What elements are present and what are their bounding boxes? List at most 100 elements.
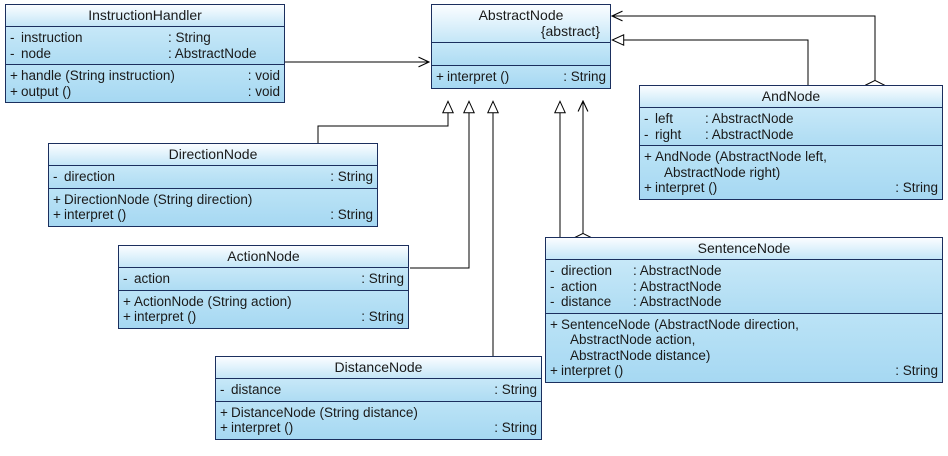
attribute-row: - instruction : String (10, 30, 280, 46)
member-name: left (655, 111, 674, 126)
class-attributes-actionnode: - action : String (119, 268, 408, 291)
class-attributes-abstractnode (432, 43, 610, 66)
class-operations-sentencenode: + SentenceNode (AbstractNode direction, … (546, 313, 942, 382)
member-name: direction (64, 169, 116, 184)
visibility: - (10, 45, 15, 61)
member-name: DistanceNode (String distance) (231, 404, 418, 420)
class-operations-andnode: + AndNode (AbstractNode left, AbstractNo… (640, 146, 942, 199)
member-name: interpret () (134, 309, 197, 324)
visibility (644, 166, 655, 180)
member-type: : String (330, 207, 373, 222)
class-title-abstractnode: AbstractNode {abstract} (432, 5, 610, 43)
class-name: AbstractNode (478, 7, 564, 23)
member-name: ActionNode (String action) (134, 293, 292, 309)
class-actionnode[interactable]: ActionNode - action : String + ActionNod… (118, 245, 409, 329)
edge-andnode-abstractnode-aggregation (612, 16, 875, 85)
member-name: output () (21, 83, 72, 99)
class-attributes-instructionhandler: - instruction : String - node : Abstract… (6, 27, 284, 65)
class-andnode[interactable]: AndNode - left : AbstractNode - right : … (639, 85, 943, 200)
member-type: : String (361, 271, 404, 286)
operation-row-continuation: AbstractNode distance) (550, 348, 938, 364)
edge-andnode-abstractnode (611, 34, 809, 85)
operation-row-continuation: AbstractNode right) (644, 165, 938, 181)
class-operations-abstractnode: + interpret () : String (432, 66, 610, 88)
class-operations-instructionhandler: + handle (String instruction) : void + o… (6, 65, 284, 102)
visibility: - (10, 30, 15, 45)
class-distancenode[interactable]: DistanceNode - distance : String + Dista… (215, 356, 542, 440)
visibility: - (644, 111, 649, 126)
visibility: + (10, 83, 18, 99)
class-instructionhandler[interactable]: InstructionHandler - instruction : Strin… (5, 4, 285, 103)
member-type: : String (563, 69, 606, 84)
member-name: SentenceNode (AbstractNode direction, (561, 316, 799, 332)
operation-row: + ActionNode (String action) (123, 294, 404, 310)
class-attributes-sentencenode: - direction : AbstractNode - action : Ab… (546, 260, 942, 314)
visibility: + (644, 180, 652, 195)
member-type: : void (247, 68, 280, 83)
visibility: + (220, 420, 228, 435)
attribute-row: - direction : AbstractNode (550, 263, 938, 279)
edge-actionnode-abstractnode (410, 100, 475, 269)
class-directionnode[interactable]: DirectionNode - direction : String + Dir… (48, 143, 378, 227)
class-title-sentencenode: SentenceNode (546, 238, 942, 260)
class-attributes-andnode: - left : AbstractNode - right : Abstract… (640, 108, 942, 146)
member-type: : String (330, 169, 373, 184)
operation-row: + handle (String instruction) : void (10, 68, 280, 84)
visibility: + (53, 207, 61, 222)
class-title-instructionhandler: InstructionHandler (6, 5, 284, 27)
visibility (550, 333, 561, 347)
attribute-row: - action : AbstractNode (550, 279, 938, 295)
member-name: interpret () (561, 363, 624, 378)
class-operations-distancenode: + DistanceNode (String distance) + inter… (216, 401, 541, 439)
member-type: : AbstractNode (705, 111, 794, 126)
member-name: AbstractNode action, (570, 332, 696, 347)
class-attributes-directionnode: - direction : String (49, 166, 377, 189)
member-name: interpret () (64, 207, 127, 222)
class-operations-directionnode: + DirectionNode (String direction) + int… (49, 188, 377, 226)
member-name: action (134, 271, 171, 286)
visibility (550, 349, 561, 363)
visibility: + (550, 363, 558, 378)
member-type: : AbstractNode (633, 294, 722, 309)
operation-row: + interpret () : String (644, 180, 938, 196)
operation-row: + interpret () : String (550, 363, 938, 379)
operation-row: + AndNode (AbstractNode left, (644, 149, 938, 165)
member-name: direction (561, 263, 613, 278)
class-title-actionnode: ActionNode (119, 246, 408, 268)
attribute-row: - distance : String (220, 382, 537, 398)
member-type: : void (247, 83, 280, 99)
visibility: - (220, 382, 225, 397)
member-type: : String (361, 309, 404, 324)
class-attributes-distancenode: - distance : String (216, 379, 541, 402)
visibility: - (550, 263, 555, 278)
visibility: + (550, 316, 558, 332)
attribute-row: - node : AbstractNode (10, 46, 280, 62)
visibility: - (53, 169, 58, 184)
operation-row: + interpret () : String (436, 69, 606, 85)
member-type: : String (895, 363, 938, 378)
member-name: interpret () (655, 180, 718, 195)
operation-row: + output () : void (10, 84, 280, 100)
member-name: interpret () (231, 420, 294, 435)
attribute-row: - left : AbstractNode (644, 111, 938, 127)
class-title-directionnode: DirectionNode (49, 144, 377, 166)
member-name: handle (String instruction) (21, 68, 175, 83)
visibility: + (123, 309, 131, 324)
member-name: action (561, 278, 598, 294)
class-abstractnode[interactable]: AbstractNode {abstract} + interpret () :… (431, 4, 611, 89)
operation-row: + DistanceNode (String distance) (220, 405, 537, 421)
class-sentencenode[interactable]: SentenceNode - direction : AbstractNode … (545, 237, 943, 383)
member-name: distance (561, 294, 612, 309)
operation-row: + interpret () : String (53, 207, 373, 223)
visibility: + (10, 68, 18, 83)
attribute-row: - right : AbstractNode (644, 127, 938, 143)
member-name: distance (231, 382, 282, 397)
attribute-row: - distance : AbstractNode (550, 294, 938, 310)
class-title-distancenode: DistanceNode (216, 357, 541, 379)
member-type: : String (895, 180, 938, 195)
class-stereotype: {abstract} (540, 23, 600, 39)
member-name: instruction (21, 30, 83, 45)
member-type: : String (494, 420, 537, 435)
member-name: AbstractNode distance) (570, 347, 711, 363)
